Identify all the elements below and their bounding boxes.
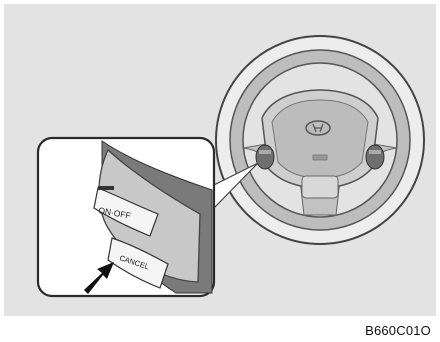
figure-code: B660C01O	[365, 323, 431, 338]
steering-wheel-icon	[216, 36, 424, 244]
inset-panel: ON·OFF CANCEL	[38, 138, 214, 296]
